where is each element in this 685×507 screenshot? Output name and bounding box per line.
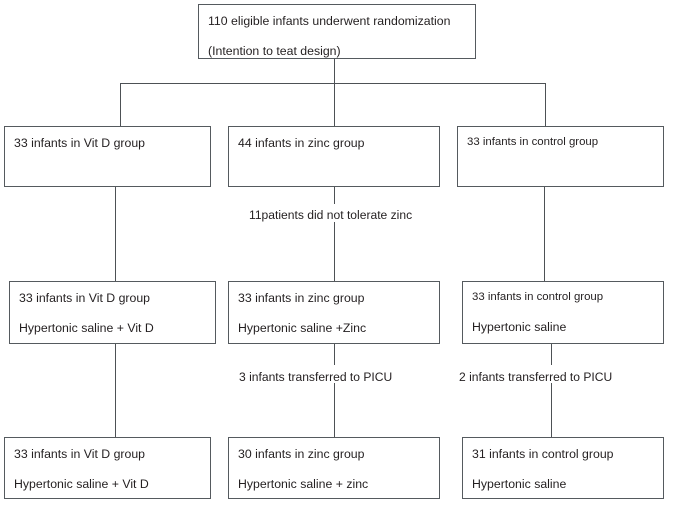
connector-bus-to-control	[545, 83, 546, 126]
connector-zinc-r3-note	[334, 344, 335, 365]
connector-bus-to-vitd	[120, 83, 121, 126]
node-enrollment-line2: (Intention to teat design)	[208, 43, 341, 58]
note-picu-zinc: 3 infants transferred to PICU	[239, 370, 393, 384]
node-allocation-zinc: 44 infants in zinc group	[228, 126, 440, 187]
connector-enrollment-down	[334, 59, 335, 83]
node-final-zinc: 30 infants in zinc group Hypertonic sali…	[228, 437, 440, 499]
connector-zinc-note-r3	[334, 222, 335, 281]
node-final-control-line1: 31 infants in control group	[472, 447, 614, 461]
connector-control-r2-r3	[544, 187, 545, 281]
node-treatment-zinc-line2: Hypertonic saline +Zinc	[238, 320, 367, 335]
node-allocation-vitd: 33 infants in Vit D group	[4, 126, 211, 187]
node-enrollment: 110 eligible infants underwent randomiza…	[198, 4, 476, 59]
node-treatment-vitd: 33 infants in Vit D group Hypertonic sal…	[9, 281, 216, 344]
node-enrollment-line1: 110 eligible infants underwent randomiza…	[208, 14, 451, 28]
node-allocation-control-line1: 33 infants in control group	[467, 136, 599, 148]
node-treatment-control-line1: 33 infants in control group	[472, 291, 604, 303]
connector-control-r3-note	[551, 344, 552, 365]
node-allocation-zinc-line1: 44 infants in zinc group	[238, 136, 365, 150]
node-allocation-vitd-line1: 33 infants in Vit D group	[14, 136, 146, 150]
node-final-zinc-line2: Hypertonic saline + zinc	[238, 476, 369, 491]
node-final-vitd-line1: 33 infants in Vit D group	[14, 447, 146, 461]
connector-vitd-r3-r4	[115, 344, 116, 437]
node-final-control: 31 infants in control group Hypertonic s…	[462, 437, 664, 499]
node-final-vitd-line2: Hypertonic saline + Vit D	[14, 476, 149, 491]
node-allocation-control: 33 infants in control group	[457, 126, 664, 187]
connector-zinc-note-r4	[334, 383, 335, 437]
connector-row2-bus	[120, 83, 546, 84]
connector-control-note-r4	[551, 383, 552, 437]
node-treatment-vitd-line1: 33 infants in Vit D group	[19, 291, 151, 305]
node-treatment-zinc-line1: 33 infants in zinc group	[238, 291, 365, 305]
node-final-vitd: 33 infants in Vit D group Hypertonic sal…	[4, 437, 211, 499]
note-picu-control: 2 infants transferred to PICU	[459, 370, 613, 384]
node-treatment-control: 33 infants in control group Hypertonic s…	[462, 281, 664, 344]
connector-vitd-r2-r3	[115, 187, 116, 281]
node-treatment-zinc: 33 infants in zinc group Hypertonic sali…	[228, 281, 440, 344]
node-treatment-vitd-line2: Hypertonic saline + Vit D	[19, 320, 154, 335]
connector-bus-to-zinc	[334, 83, 335, 126]
node-treatment-control-line2: Hypertonic saline	[472, 319, 567, 334]
connector-zinc-r2-note	[334, 187, 335, 204]
node-final-zinc-line1: 30 infants in zinc group	[238, 447, 365, 461]
node-final-control-line2: Hypertonic saline	[472, 476, 567, 491]
note-zinc-intolerance: 11patients did not tolerate zinc	[249, 208, 413, 222]
